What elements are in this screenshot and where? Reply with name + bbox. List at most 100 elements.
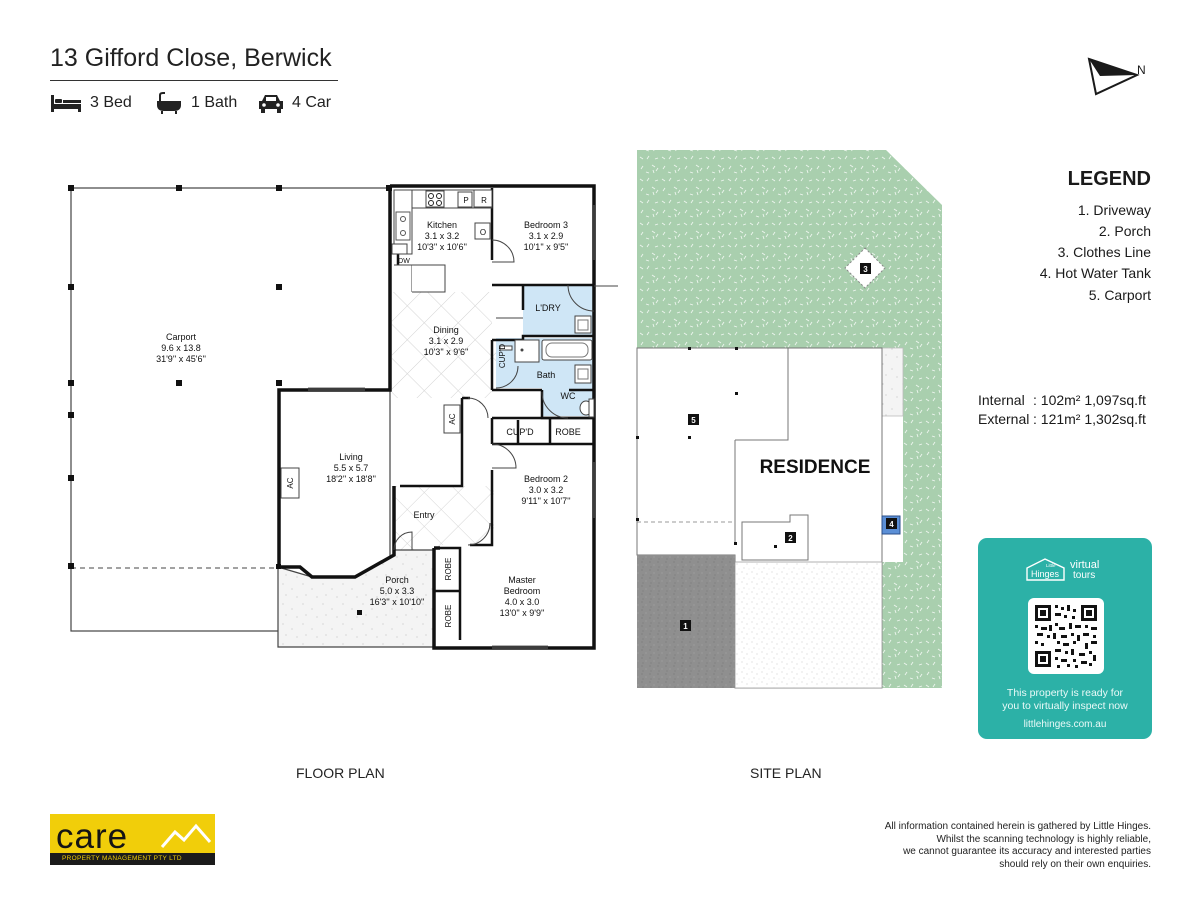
title-divider: [50, 80, 338, 81]
legend-item-driveway: 1. Driveway: [1077, 202, 1151, 218]
internal-area-value: : 102m² 1,097sq.ft: [1033, 392, 1146, 408]
svg-text:5.5 x 5.7: 5.5 x 5.7: [334, 463, 369, 473]
legend-item-clothes-line: 3. Clothes Line: [1057, 244, 1151, 260]
bed-label: 3 Bed: [90, 94, 132, 111]
site-plan: 1 2 3 4 5 RESIDENCE: [636, 150, 942, 689]
virtual-tour-card[interactable]: Little Hinges virtual tours This p: [978, 538, 1152, 739]
bed-icon: [50, 92, 82, 114]
marker-hot-water-tank: 4: [886, 518, 897, 529]
qr-code[interactable]: [1028, 598, 1104, 674]
external-area: External: 121m² 1,302sq.ft: [978, 411, 1146, 427]
legend-item-porch: 2. Porch: [1098, 223, 1151, 239]
svg-text:1: 1: [683, 622, 688, 631]
ac-label-living: AC: [286, 477, 295, 488]
tiled-floor: [392, 265, 500, 552]
bed-count: 3 Bed: [50, 90, 132, 116]
disclaimer-line-3: we cannot guarantee its accuracy and int…: [903, 846, 1151, 857]
ac-label-dining: AC: [448, 413, 457, 424]
svg-text:Porch: Porch: [385, 575, 409, 585]
kitchen-fixtures: [391, 189, 493, 293]
internal-area-label: Internal: [978, 392, 1025, 408]
roof-mountain-icon: [160, 823, 212, 848]
care-property-management-logo: care PROPERTY MANAGEMENT PTY LTD: [50, 814, 215, 865]
bath-label: 1 Bath: [191, 94, 238, 111]
disclaimer-line-2: Whilst the scanning technology is highly…: [936, 833, 1151, 845]
master-bedroom-label: Master Bedroom 4.0 x 3.0 13'0'' x 9'9'': [500, 575, 545, 618]
car-count: 4 Car: [258, 90, 331, 116]
kitchen-label: Kitchen 3.1 x 3.2 10'3'' x 10'6'': [417, 220, 467, 252]
external-area-label: External: [978, 411, 1030, 427]
promo-line-1: This property is ready for: [1006, 687, 1124, 699]
brand-name: Hinges: [1031, 569, 1060, 579]
living-label: Living 5.5 x 5.7 18'2'' x 18'8'': [326, 452, 376, 484]
qr-code-icon: [1035, 605, 1097, 668]
svg-text:10'1'' x 9'5'': 10'1'' x 9'5'': [524, 242, 569, 252]
brand-tag-1: virtual: [1070, 559, 1099, 571]
marker-carport: 5: [688, 414, 699, 425]
pantry-label: P: [463, 196, 468, 205]
ac-units: [280, 345, 513, 499]
floor-plan: Carport 9.6 x 13.8 31'9'' x 45'6'' Kitch…: [68, 184, 618, 650]
svg-text:10'3'' x 10'6'': 10'3'' x 10'6'': [417, 242, 467, 252]
svg-text:Living: Living: [339, 452, 363, 462]
site-plan-caption: SITE PLAN: [750, 765, 822, 781]
svg-text:5.0 x 3.3: 5.0 x 3.3: [380, 586, 415, 596]
north-arrow-icon: N: [1087, 57, 1146, 96]
bath-label-text: Bath: [537, 370, 556, 380]
svg-text:Bedroom 3: Bedroom 3: [524, 220, 568, 230]
robe-label-master-2: ROBE: [444, 605, 453, 628]
entry-label: Entry: [413, 510, 435, 520]
bath-count: 1 Bath: [155, 90, 237, 116]
car-label: 4 Car: [292, 94, 332, 111]
fridge-label: R: [481, 196, 487, 205]
brand-tag-2: tours: [1073, 570, 1095, 581]
agency-name: care: [56, 817, 129, 856]
interior-walls: [396, 188, 594, 640]
brand-small: Little: [1046, 563, 1056, 568]
property-address: 13 Gifford Close, Berwick: [50, 44, 332, 72]
little-hinges-logo-icon: Little Hinges virtual tours: [1026, 558, 1099, 581]
disclaimer-line-1: All information contained herein is gath…: [884, 821, 1151, 832]
windows: [308, 205, 595, 649]
carport-label: Carport 9.6 x 13.8 31'9'' x 45'6'': [156, 332, 206, 364]
svg-text:Bedroom: Bedroom: [504, 586, 541, 596]
legend-title: LEGEND: [1067, 168, 1151, 190]
little-hinges-logo: Little Hinges virtual tours: [1024, 556, 1112, 582]
agency-sub: PROPERTY MANAGEMENT PTY LTD: [50, 853, 215, 865]
porch-label: Porch 5.0 x 3.3 16'3'' x 10'10'': [370, 575, 425, 607]
car-icon: [258, 92, 284, 114]
cupboard-label: CUP'D: [506, 427, 534, 437]
promo-url-link[interactable]: littlehinges.com.au: [1023, 719, 1107, 730]
robe-label-master-1: ROBE: [444, 558, 453, 581]
bedroom3-label: Bedroom 3 3.1 x 2.9 10'1'' x 9'5'': [524, 220, 569, 252]
svg-text:10'3'' x 9'6'': 10'3'' x 9'6'': [424, 347, 469, 357]
wc-label: WC: [561, 391, 576, 401]
svg-text:3: 3: [863, 265, 868, 274]
legend-item-carport: 5. Carport: [1088, 287, 1151, 303]
north-label: N: [1137, 63, 1146, 77]
external-area-value: : 121m² 1,302sq.ft: [1033, 411, 1146, 427]
svg-text:Master: Master: [508, 575, 536, 585]
bath-icon: [155, 92, 183, 114]
svg-text:4: 4: [889, 520, 894, 529]
disclaimer: All information contained herein is gath…: [821, 821, 1151, 871]
carport: [68, 185, 392, 632]
svg-text:18'2'' x 18'8'': 18'2'' x 18'8'': [326, 474, 376, 484]
svg-text:9'11'' x 10'7'': 9'11'' x 10'7'': [521, 496, 570, 506]
svg-text:3.1 x 3.2: 3.1 x 3.2: [425, 231, 460, 241]
svg-text:9.6 x 13.8: 9.6 x 13.8: [161, 343, 201, 353]
svg-text:16'3'' x 10'10'': 16'3'' x 10'10'': [370, 597, 425, 607]
svg-text:31'9'' x 45'6'': 31'9'' x 45'6'': [156, 354, 206, 364]
legend-item-hot-water-tank: 4. Hot Water Tank: [1039, 265, 1151, 281]
robe-label-bed2: ROBE: [555, 427, 581, 437]
svg-text:Carport: Carport: [166, 332, 197, 342]
svg-text:Bedroom 2: Bedroom 2: [524, 474, 568, 484]
svg-text:4.0 x 3.0: 4.0 x 3.0: [505, 597, 540, 607]
dishwasher-label: DW: [398, 258, 410, 265]
cupboard-label-bath: CUP'D: [498, 344, 507, 368]
svg-text:Kitchen: Kitchen: [427, 220, 457, 230]
dining-label: Dining 3.1 x 2.9 10'3'' x 9'6'': [424, 325, 469, 357]
svg-text:3.0 x 3.2: 3.0 x 3.2: [529, 485, 564, 495]
carport-posts: [636, 347, 777, 548]
disclaimer-line-4: should rely on their own enquiries.: [999, 858, 1151, 870]
